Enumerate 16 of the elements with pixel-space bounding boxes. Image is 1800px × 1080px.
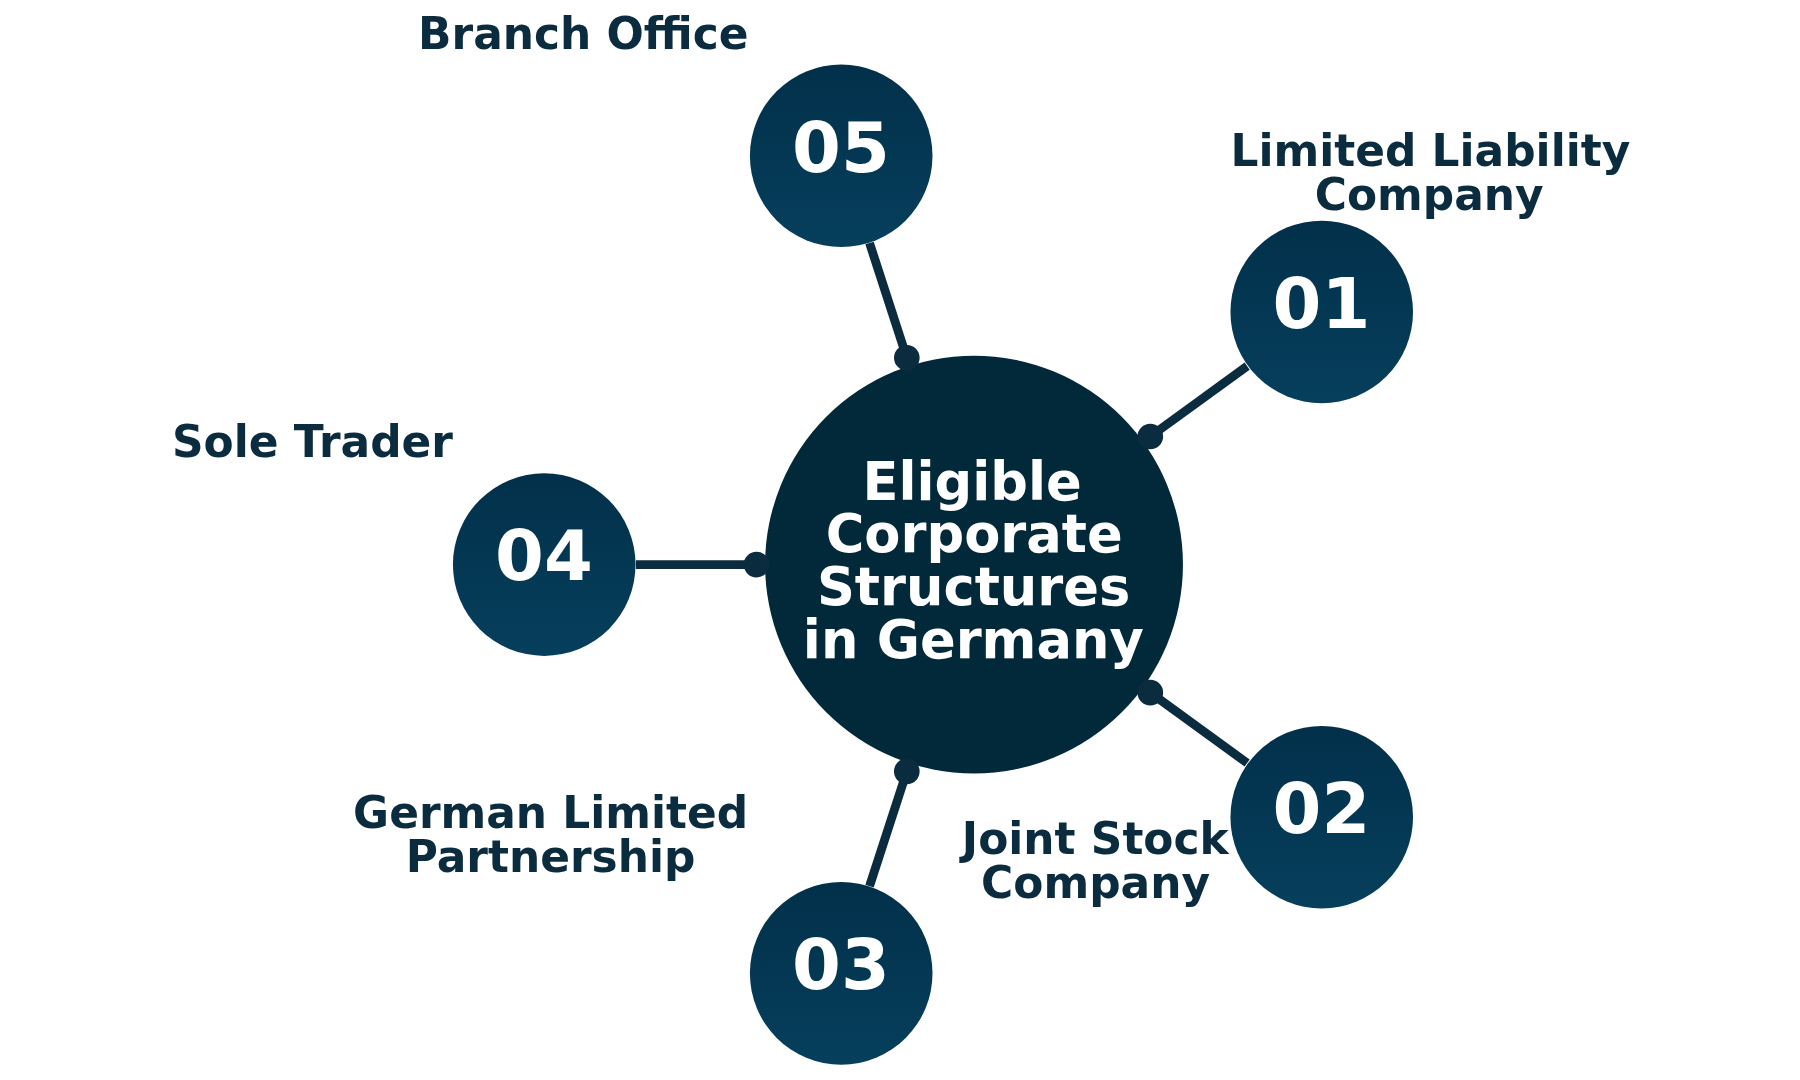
connector: [1137, 362, 1250, 450]
node-label: Sole Trader: [171, 416, 453, 468]
node-circle: 01: [1229, 220, 1413, 404]
node-label: Branch Office: [417, 7, 749, 59]
connector: [1137, 679, 1250, 767]
connector: [864, 241, 920, 371]
node-label: Limited Liability Company: [1229, 125, 1630, 221]
node-label: German Limited Partnership: [352, 786, 748, 882]
node-circle: 03: [749, 882, 932, 1065]
node-circle: 02: [1229, 725, 1413, 909]
node-circle: 04: [452, 473, 635, 656]
node-label: Joint Stock Company: [961, 813, 1229, 908]
node-circle: 05: [749, 64, 932, 248]
connector: [864, 758, 920, 888]
connector: [635, 551, 769, 578]
node-circle: Eligible Corporate Structures in Germany: [764, 355, 1183, 774]
